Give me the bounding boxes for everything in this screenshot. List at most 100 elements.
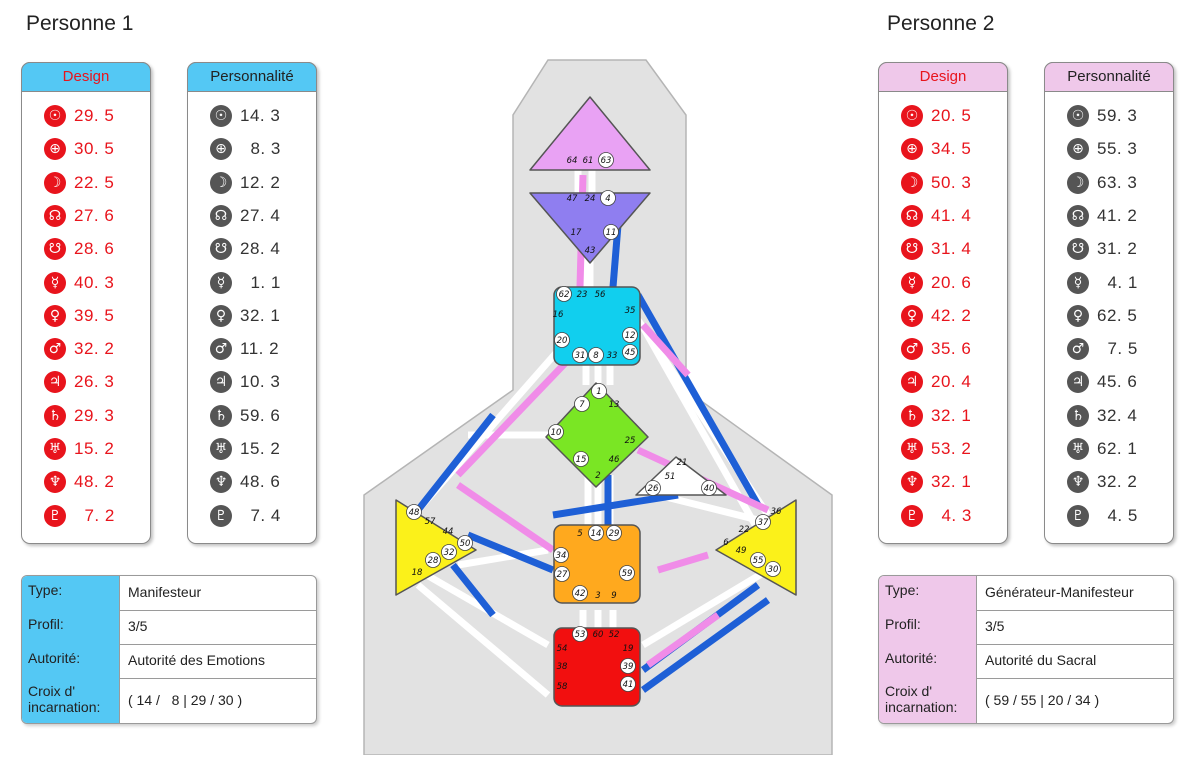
cross-label: Croix d' incarnation:	[879, 678, 977, 723]
planet-gate-value: 20. 4	[931, 372, 972, 392]
gate-number: 27	[557, 570, 568, 580]
channel-30-41-design	[640, 597, 771, 693]
planet-gate-value: 22. 5	[74, 172, 115, 192]
channel-12-22-personality	[640, 322, 691, 378]
gate-number: 28	[428, 556, 439, 566]
planet-row: ♇ 7. 4	[188, 499, 316, 532]
channel-50-27-design	[466, 531, 555, 574]
gate-number: 56	[595, 290, 606, 300]
north-node-icon: ☊	[1067, 204, 1089, 227]
uranus-icon: ♅	[210, 438, 232, 460]
profile-value: 3/5	[128, 618, 148, 634]
gate-number: 7	[579, 400, 585, 410]
person1-cross-row: Croix d' incarnation: ( 14 / 8 | 29 / 30…	[22, 678, 316, 723]
gate-number: 16	[553, 310, 564, 320]
planet-gate-value: 32. 4	[1097, 405, 1138, 425]
planet-row: ⊕30. 5	[22, 132, 150, 165]
sun-icon: ☉	[210, 105, 232, 127]
gate-number: 33	[607, 351, 618, 361]
gate-number: 24	[585, 194, 596, 204]
planet-gate-value: 1. 1	[240, 272, 281, 292]
planet-gate-value: 30. 5	[74, 139, 115, 159]
person1-personality-header: Personnalité	[187, 62, 317, 92]
gate-number: 26	[648, 484, 659, 494]
person1-personality-column: Personnalité ☉14. 3⊕ 8. 3☽12. 2☊27. 4☋28…	[187, 62, 317, 544]
gate-number: 22	[739, 525, 750, 535]
channel-35-36-design	[634, 293, 762, 507]
channel-59-6-personality	[656, 551, 710, 574]
planet-gate-value: 39. 5	[74, 305, 115, 325]
gate-number: 18	[412, 568, 423, 578]
channel-32-54-design	[450, 562, 496, 618]
profile-label: Profil:	[879, 610, 977, 644]
type-value: Générateur-Manifesteur	[985, 584, 1134, 600]
uranus-icon: ♅	[1067, 438, 1089, 460]
gate-number: 61	[583, 156, 594, 166]
person2-type-row: Type: Générateur-Manifesteur	[879, 576, 1173, 611]
gate-number: 6	[723, 538, 729, 548]
sun-icon: ☉	[1067, 105, 1089, 127]
south-node-icon: ☋	[210, 238, 232, 261]
gate-circle	[588, 347, 604, 363]
gate-number: 64	[567, 156, 578, 166]
gate-circle	[441, 544, 457, 560]
planet-gate-value: 32. 2	[1097, 472, 1138, 492]
type-label: Type:	[22, 576, 120, 610]
gate-circle	[548, 424, 564, 440]
planet-row: ☿40. 3	[22, 266, 150, 299]
planet-gate-value: 34. 5	[931, 139, 972, 159]
g-center	[545, 382, 649, 488]
planet-gate-value: 7. 4	[240, 505, 281, 525]
planet-row: ♂32. 2	[22, 332, 150, 365]
gate-number: 2	[595, 471, 600, 481]
planet-row: ☋31. 4	[879, 232, 1007, 265]
planet-row: ☿ 4. 1	[1045, 266, 1173, 299]
type-label: Type:	[879, 576, 977, 610]
person1-type-row: Type: Manifesteur	[22, 576, 316, 611]
gate-circle	[573, 451, 589, 467]
gate-number: 15	[576, 455, 587, 465]
planet-row: ♄32. 1	[879, 399, 1007, 432]
planet-row: ♆32. 1	[879, 465, 1007, 498]
planet-row: ☽12. 2	[188, 166, 316, 199]
person2-info-table: Type: Générateur-Manifesteur Profil: 3/5…	[878, 575, 1174, 724]
neptune-icon: ♆	[901, 471, 923, 494]
gate-number: 44	[443, 527, 454, 537]
mercury-icon: ☿	[210, 271, 232, 294]
saturn-icon: ♄	[210, 404, 232, 427]
gate-number: 21	[677, 458, 688, 468]
earth-icon: ⊕	[1067, 138, 1089, 161]
planet-row: ♄29. 3	[22, 399, 150, 432]
saturn-icon: ♄	[1067, 404, 1089, 427]
planet-row: ⊕34. 5	[879, 132, 1007, 165]
planet-gate-value: 50. 3	[931, 172, 972, 192]
planet-row: ♅62. 1	[1045, 432, 1173, 465]
uranus-icon: ♅	[901, 438, 923, 460]
planet-row: ☊27. 4	[188, 199, 316, 232]
gate-number: 17	[571, 228, 582, 238]
gate-circle	[425, 552, 441, 568]
planet-row: ⊕ 55. 3	[1045, 132, 1173, 165]
planet-row: ♇ 4. 3	[879, 499, 1007, 532]
gate-number: 43	[585, 246, 596, 256]
pluto-icon: ♇	[44, 504, 66, 527]
profile-label: Profil:	[22, 610, 120, 644]
planet-row: ♇ 7. 2	[22, 499, 150, 532]
planet-gate-value: 63. 3	[1097, 172, 1138, 192]
neptune-icon: ♆	[210, 471, 232, 494]
planet-row: ☋28. 6	[22, 232, 150, 265]
gate-number: 41	[623, 680, 634, 690]
planet-gate-value: 11. 2	[240, 339, 280, 359]
planet-gate-value: 55. 3	[1097, 139, 1138, 159]
type-value: Manifesteur	[128, 584, 202, 600]
gate-circle	[701, 480, 717, 496]
gate-circle	[620, 676, 636, 692]
channel-10-34-personality	[456, 482, 555, 553]
gate-number: 3	[595, 591, 600, 601]
planet-row: ☉59. 3	[1045, 99, 1173, 132]
planet-row: ♂35. 6	[879, 332, 1007, 365]
head-center	[529, 96, 651, 171]
gate-number: 14	[591, 529, 602, 539]
gate-number: 32	[444, 548, 455, 558]
